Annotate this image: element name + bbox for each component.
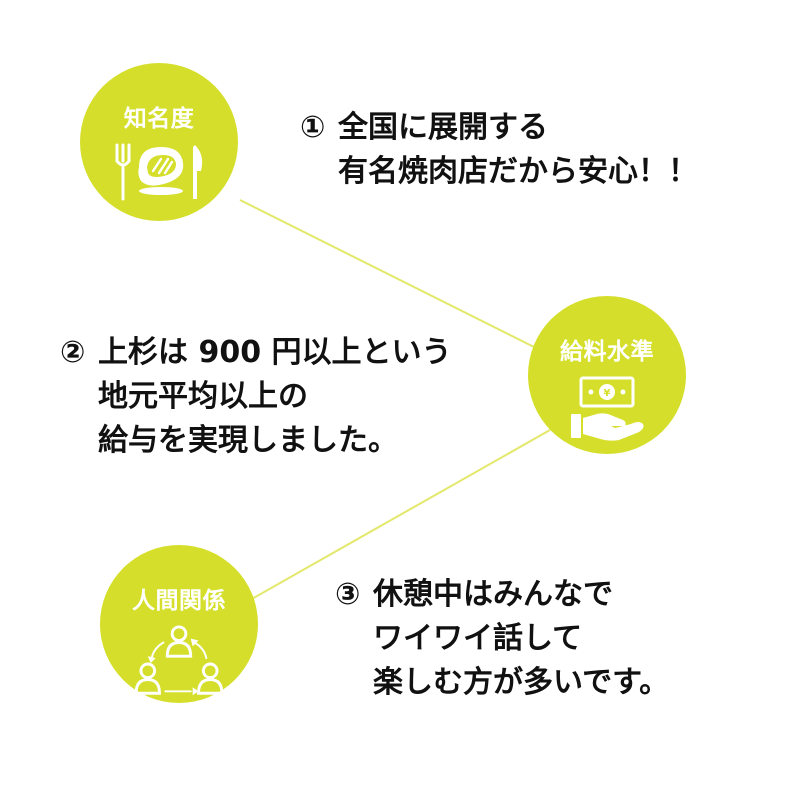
point-1-text-line-1: 全国に展開する — [338, 110, 548, 145]
point-1-line-1: ① 全国に展開する — [300, 106, 698, 150]
point-2-line-1: ② 上杉は 900 円以上という — [60, 331, 452, 375]
people-cycle-icon — [134, 625, 224, 696]
point-3-number: ③ — [335, 577, 361, 612]
node-relationships-label: 人間関係 — [132, 588, 226, 614]
node-popularity-label: 知名度 — [123, 106, 195, 132]
point-2-text-line-3: 給与を実現しました。 — [98, 423, 398, 458]
point-3-text-line-2: ワイワイ話して — [373, 621, 583, 656]
point-2-text-line-1: 上杉は 900 円以上という — [98, 335, 452, 370]
connector-line-1-2 — [239, 199, 561, 361]
point-1-number: ① — [300, 110, 326, 145]
money-hand-icon: ¥ — [571, 376, 644, 441]
steak-fork-knife-icon — [115, 143, 203, 201]
node-salary: 給料水準 ¥ — [528, 296, 686, 454]
point-2-text-line-2: 地元平均以上の — [98, 379, 308, 414]
point-3-text-line-1: 休憩中はみんなで — [373, 577, 613, 612]
point-3: ③ 休憩中はみんなで ワイワイ話して 楽しむ方が多いです。 — [335, 573, 669, 705]
point-1-text-line-2: 有名焼肉店だから安心！！ — [338, 154, 698, 189]
point-2: ② 上杉は 900 円以上という 地元平均以上の 給与を実現しました。 — [60, 331, 452, 463]
point-3-text-line-3: 楽しむ方が多いです。 — [373, 665, 670, 700]
connector-line-2-3 — [249, 429, 551, 601]
svg-text:¥: ¥ — [604, 388, 611, 399]
point-1: ① 全国に展開する 有名焼肉店だから安心！！ — [300, 106, 698, 194]
node-popularity: 知名度 — [80, 63, 238, 221]
point-3-line-1: ③ 休憩中はみんなで — [335, 573, 669, 617]
node-relationships: 人間関係 — [100, 545, 258, 703]
point-2-number: ② — [60, 335, 86, 370]
node-salary-label: 給料水準 — [560, 339, 654, 365]
